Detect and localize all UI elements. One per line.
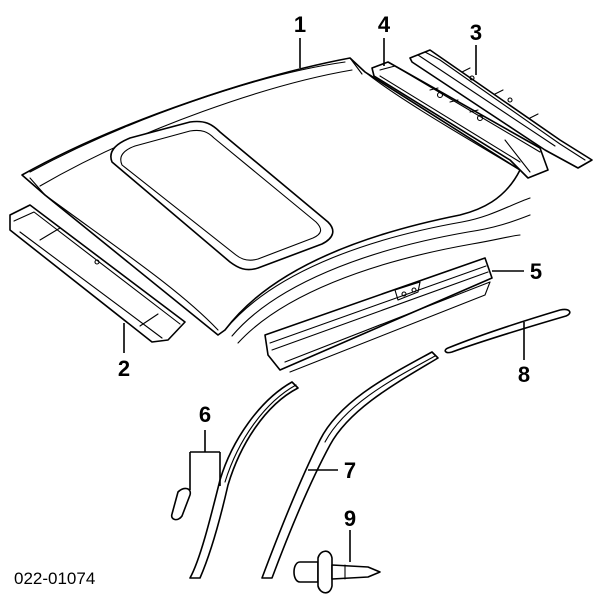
callout-9: 9	[344, 506, 356, 531]
leader-lines	[123, 38, 525, 562]
callout-8: 8	[518, 362, 530, 387]
rear-roof-header	[371, 61, 549, 179]
push-clip	[293, 550, 381, 594]
roof-side-rail	[264, 257, 493, 373]
drip-molding	[261, 351, 439, 579]
rear-side-molding	[444, 308, 571, 354]
callout-1: 1	[294, 12, 306, 37]
diagram-code: 022-01074	[14, 569, 95, 588]
rear-roof-rail	[409, 49, 593, 169]
callout-7: 7	[344, 458, 356, 483]
callout-2: 2	[118, 356, 130, 381]
front-roof-header	[9, 204, 186, 343]
callout-6: 6	[199, 402, 211, 427]
roof-panel	[21, 57, 531, 344]
callout-3: 3	[470, 20, 482, 45]
callout-5: 5	[530, 259, 542, 284]
leader-6	[189, 430, 221, 490]
callout-4: 4	[378, 12, 391, 37]
pillar-weatherstrip	[170, 381, 299, 579]
